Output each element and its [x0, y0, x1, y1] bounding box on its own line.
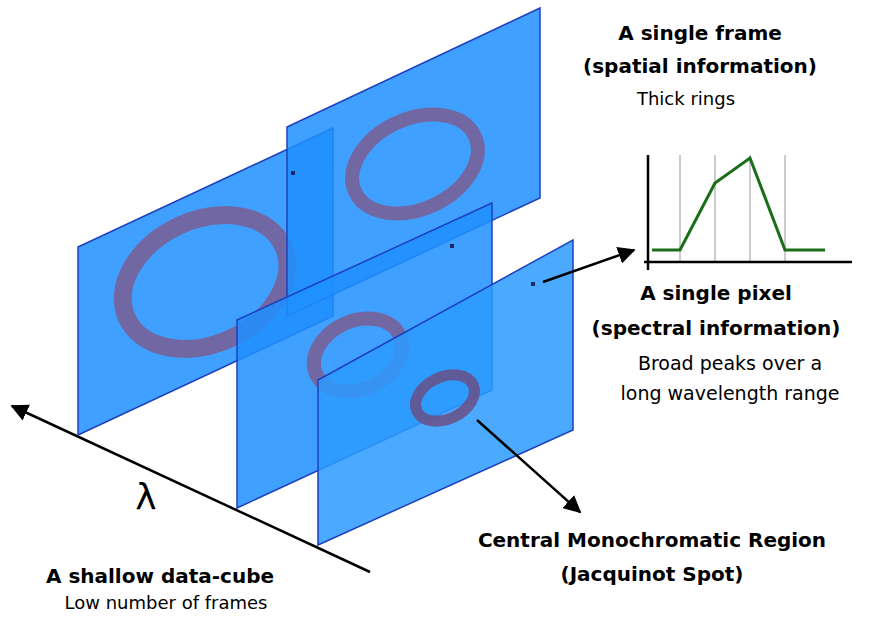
spectrum-plot — [644, 155, 852, 270]
frame — [318, 240, 573, 545]
cube-title: A shallow data-cube — [30, 564, 290, 588]
axis-symbol: λ — [116, 477, 176, 517]
spot-title: Central Monochromatic Region (Jacquinot … — [462, 523, 842, 591]
frame-note: Thick rings — [586, 88, 786, 110]
leader-arrow — [477, 420, 580, 512]
pixel-title: A single pixel (spectral information) — [589, 276, 844, 346]
cube-note: Low number of frames — [36, 592, 296, 614]
pixel-note: Broad peaks over a long wavelength range — [617, 348, 843, 408]
leader-arrow — [543, 250, 634, 282]
frame-title: A single frame (spatial information) — [578, 17, 823, 83]
